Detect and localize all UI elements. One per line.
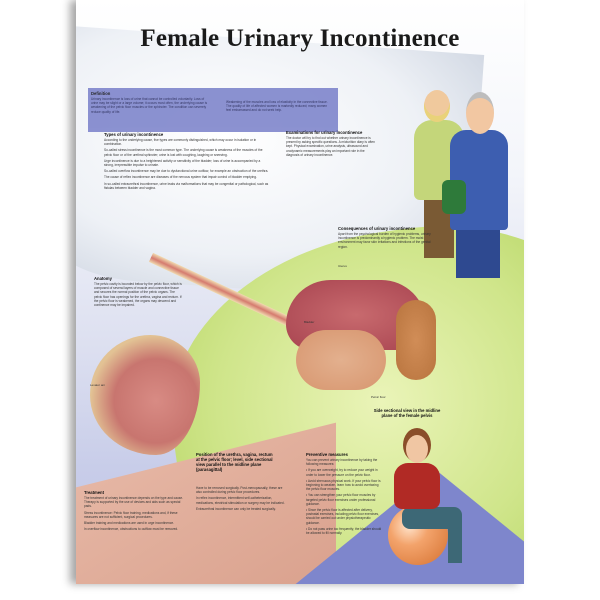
pelvic-floor-caption: Position of the urethra, vagina, rectum … (196, 452, 273, 472)
treatment-paragraph: Stress incontinence: Pelvic floor traini… (84, 510, 178, 519)
definition-text-2: Weakening of the muscles and loss of ela… (226, 100, 328, 113)
treatment-heading: Treatment (84, 490, 105, 495)
types-paragraph: In so-called extraurethral incontinence,… (104, 181, 269, 190)
treatment-paragraph: Bladder training and medications are use… (84, 521, 175, 526)
prevention-bullet: • Avoid strenuous physical work. If your… (306, 478, 381, 492)
examinations-heading: Examinations for urinary incontinence (286, 130, 363, 135)
label-levator: Levator ani (90, 383, 105, 387)
types-heading: Types of urinary incontinence (104, 132, 164, 137)
two-women-illustration (406, 80, 521, 280)
prevention-bullet: • Do not pass urine too frequently; the … (306, 526, 382, 536)
prevention-bullet: • If you are overweight, try to reduce y… (306, 468, 378, 477)
prevention-bullet: • You can strengthen your pelvic floor m… (306, 493, 376, 506)
label-uterus: Uterus (338, 264, 347, 268)
treatment-paragraph: In reflex incontinence, intermittent sel… (196, 496, 285, 505)
examinations-section: Examinations for urinary incontinence Th… (286, 130, 378, 159)
types-paragraph: So-called overflow incontinence may be d… (104, 169, 269, 174)
types-paragraph: The cause of reflex incontinence are dis… (104, 175, 257, 180)
treatment-section: Treatment The treatment of urinary incon… (84, 490, 184, 533)
pelvic-floor-illustration (90, 335, 200, 455)
consequences-heading: Consequences of urinary incontinence (338, 226, 416, 231)
treatment-paragraph: Have to be removed surgically. Post-meno… (196, 486, 283, 495)
types-paragraph: According to the underlying cause, five … (104, 138, 257, 147)
anatomy-text: The pelvic cavity is bounded below by th… (94, 282, 182, 308)
green-bag (442, 180, 466, 214)
anatomy-section: Anatomy The pelvic cavity is bounded bel… (94, 276, 182, 309)
bladder-illustration (296, 330, 386, 390)
types-section: Types of urinary incontinence According … (104, 132, 269, 192)
poster: Female Urinary Incontinence Definition U… (76, 0, 524, 584)
prevention-section: Preventive measures You can prevent urin… (306, 452, 382, 537)
rectum-illustration (396, 300, 436, 380)
pregnant-woman-on-ball-illustration (388, 435, 478, 575)
prevention-bullet: • Since the pelvic floor is affected aft… (306, 508, 379, 525)
treatment-paragraph: In overflow incontinence, obstructions t… (84, 527, 179, 532)
poster-title: Female Urinary Incontinence (140, 24, 460, 52)
treatment-paragraph: Extraurethral incontinence can only be t… (196, 506, 276, 511)
types-paragraph: So-called stress incontinence is the mos… (104, 148, 263, 157)
types-paragraph: Urge incontinence is due to a heightened… (104, 158, 261, 168)
definition-text-1: Urinary incontinence is loss of urine th… (91, 97, 208, 114)
consequences-text: Apart from the psychological burden of h… (338, 232, 431, 249)
definition-box: Definition Urinary incontinence is loss … (88, 88, 338, 132)
treatment-paragraph: The treatment of urinary incontinence de… (84, 496, 184, 509)
prevention-heading: Preventive measures (306, 452, 348, 457)
treatment-continued: Have to be removed surgically. Post-meno… (196, 486, 286, 513)
anatomy-heading: Anatomy (94, 276, 112, 281)
label-bladder: Bladder (304, 320, 315, 324)
consequences-section: Consequences of urinary incontinence Apa… (338, 226, 436, 251)
prevention-intro: You can prevent urinary incontinence by … (306, 458, 378, 467)
examinations-text: The doctor will try to find out whether … (286, 136, 375, 157)
sagittal-caption: Side sectional view in the midline plane… (373, 408, 441, 418)
definition-heading: Definition (91, 91, 111, 96)
label-pelvic-floor: Pelvic floor (371, 395, 386, 399)
